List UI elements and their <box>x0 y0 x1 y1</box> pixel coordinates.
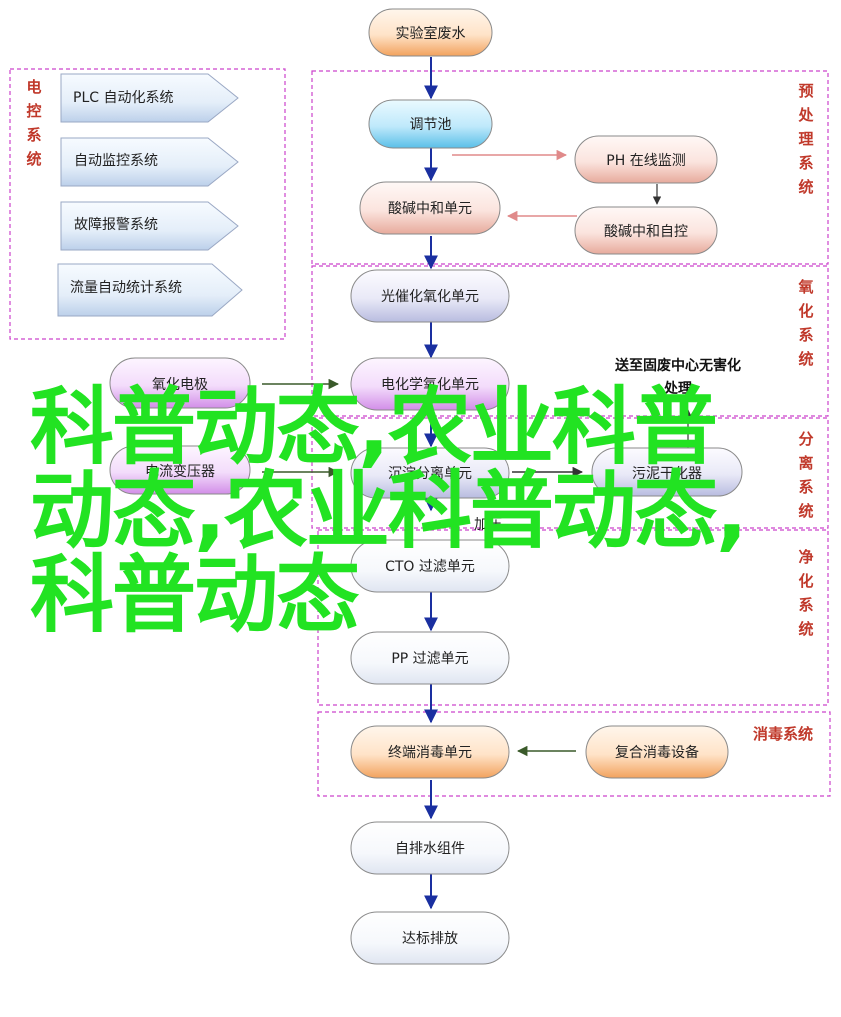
node-label: 自排水组件 <box>395 841 465 857</box>
node-disinfect-device: 复合消毒设备 <box>585 725 729 779</box>
node-electrochemical-oxidation: 电化学氧化单元 <box>350 357 510 411</box>
node-acid-base-control: 酸碱中和自控 <box>574 206 718 255</box>
node-label: PP 过滤单元 <box>391 651 468 667</box>
control-item-label: 流量自动统计系统 <box>70 280 182 296</box>
control-item-plc: PLC 自动化系统 <box>60 73 239 123</box>
separation-section-label: 分离系统 <box>798 430 813 520</box>
node-label: 酸碱中和自控 <box>604 224 688 240</box>
purification-section-label: 净化系统 <box>798 548 813 638</box>
node-pp-filter: PP 过滤单元 <box>350 631 510 685</box>
node-label: 调节池 <box>410 117 452 133</box>
disinfection-section <box>317 711 831 797</box>
node-compliant-discharge: 达标排放 <box>350 911 510 965</box>
node-label: 电化学氧化单元 <box>381 377 479 393</box>
node-label: PH 在线监测 <box>606 153 685 169</box>
node-label: CTO 过滤单元 <box>385 559 475 575</box>
node-label: 污泥干化器 <box>632 466 702 482</box>
node-ph-monitor: PH 在线监测 <box>574 135 718 184</box>
control-item-label: 自动监控系统 <box>74 153 158 169</box>
node-label: 电流变压器 <box>145 464 215 480</box>
node-label: 氧化电极 <box>152 377 208 393</box>
pretreat-section-label: 预处理系统 <box>797 82 814 196</box>
control-item-label: 故障报警系统 <box>74 217 158 233</box>
node-self-drain: 自排水组件 <box>350 821 510 875</box>
control-item-flow-stats: 流量自动统计系统 <box>57 263 243 317</box>
node-label: 沉淀分离单元 <box>388 465 472 482</box>
node-label: 达标排放 <box>402 931 458 947</box>
oxidation-section-label: 氧化系统 <box>797 278 813 368</box>
pressurize-label: 加压 <box>474 517 502 533</box>
node-photocatalytic-oxidation: 光催化氧化单元 <box>350 269 510 323</box>
control-item-alarm: 故障报警系统 <box>60 201 239 251</box>
purification-section <box>317 529 829 706</box>
node-sludge-dryer: 污泥干化器 <box>591 447 743 497</box>
node-label: 酸碱中和单元 <box>388 201 472 217</box>
electrical-control-title: 电控系统 <box>26 78 41 168</box>
pretreat-section <box>311 70 829 265</box>
node-label: 实验室废水 <box>396 25 466 42</box>
node-label: 终端消毒单元 <box>388 745 472 761</box>
control-item-monitoring: 自动监控系统 <box>60 137 239 187</box>
node-regulating-tank: 调节池 <box>368 99 493 149</box>
node-cto-filter: CTO 过滤单元 <box>350 539 510 593</box>
node-label: 光催化氧化单元 <box>381 289 479 305</box>
node-label: 复合消毒设备 <box>615 744 699 761</box>
node-oxidation-electrode: 氧化电极 <box>109 357 251 409</box>
oxidation-section <box>311 265 829 417</box>
sludge-note-line2: 处理 <box>663 380 692 397</box>
sludge-note-line1: 送至固废中心无害化 <box>614 357 741 374</box>
node-electrolytic-transformer: 电流变压器 <box>109 445 251 495</box>
disinfection-section-label: 消毒系统 <box>753 725 813 743</box>
node-terminal-disinfection: 终端消毒单元 <box>350 725 510 779</box>
node-sedimentation-separation: 沉淀分离单元 <box>350 447 510 499</box>
separation-section <box>311 417 829 529</box>
node-acid-base-neutralization: 酸碱中和单元 <box>359 181 501 235</box>
node-pressurize: 加压 <box>474 517 502 533</box>
control-item-label: PLC 自动化系统 <box>73 90 173 106</box>
node-lab-wastewater: 实验室废水 <box>368 8 493 57</box>
electrical-control-box <box>9 68 286 340</box>
